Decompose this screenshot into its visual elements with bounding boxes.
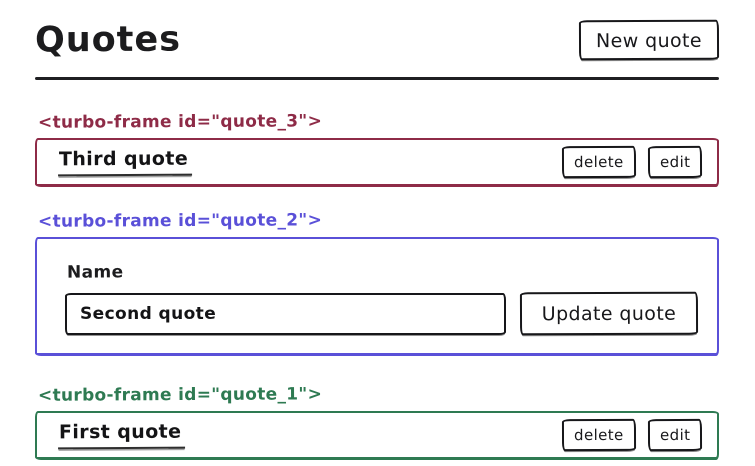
quote-card-quote-1: First quote delete edit xyxy=(35,411,719,460)
turbo-frame-tag-quote-3: <turbo-frame id="quote_3"> xyxy=(37,111,323,133)
quote-edit-form-quote-2: Name Update quote xyxy=(35,237,719,356)
quote-name-input[interactable] xyxy=(65,292,506,335)
edit-button-quote-1[interactable]: edit xyxy=(647,418,703,452)
page-header: Quotes New quote xyxy=(34,16,720,64)
delete-button-quote-3[interactable]: delete xyxy=(561,145,636,179)
turbo-frame-quote-1: <turbo-frame id="quote_1"> First quote d… xyxy=(35,384,719,460)
page-title: Quotes xyxy=(34,19,182,61)
edit-button-quote-3[interactable]: edit xyxy=(647,145,703,179)
turbo-frame-tag-quote-2: <turbo-frame id="quote_2"> xyxy=(37,210,323,232)
name-field-label: Name xyxy=(66,262,124,283)
quote-card-quote-3: Third quote delete edit xyxy=(35,138,719,187)
quote-form-row: Update quote xyxy=(65,291,699,336)
quote-actions-quote-1: delete edit xyxy=(561,418,703,452)
new-quote-button[interactable]: New quote xyxy=(578,19,720,61)
quote-actions-quote-3: delete edit xyxy=(561,145,703,179)
header-divider xyxy=(35,77,719,80)
turbo-frame-tag-quote-1: <turbo-frame id="quote_1"> xyxy=(37,384,323,406)
quote-link-third-quote[interactable]: Third quote xyxy=(57,147,193,177)
delete-button-quote-1[interactable]: delete xyxy=(561,418,636,452)
turbo-frame-quote-2: <turbo-frame id="quote_2"> Name Update q… xyxy=(35,210,719,356)
quote-link-first-quote[interactable]: First quote xyxy=(57,420,186,450)
turbo-frame-quote-3: <turbo-frame id="quote_3"> Third quote d… xyxy=(35,111,719,187)
update-quote-button[interactable]: Update quote xyxy=(519,291,699,336)
